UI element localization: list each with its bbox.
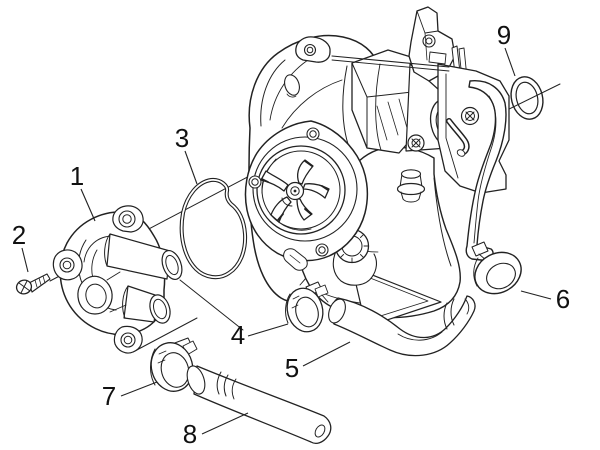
callout-5-label: 5 [285, 353, 299, 383]
callout-1-label: 1 [70, 161, 84, 191]
screw-2 [15, 273, 51, 295]
callout-9: 9 [497, 20, 516, 77]
engine-crankcase-assembly [244, 6, 510, 328]
band-clamp-6 [471, 241, 522, 295]
callout-4: 4 [231, 320, 289, 350]
callout-7-leader [120, 381, 158, 397]
o-ring-9 [510, 76, 544, 120]
callout-2-leader [21, 247, 29, 273]
callout-9-leader [504, 47, 516, 77]
callout-7: 7 [102, 381, 158, 411]
callout-9-label: 9 [497, 20, 511, 50]
callout-3-label: 3 [175, 123, 189, 153]
gasket-ring-3 [179, 177, 248, 280]
callout-1: 1 [70, 161, 96, 222]
callout-4-leader [247, 323, 289, 337]
callout-6-label: 6 [556, 284, 570, 314]
callout-5-leader [302, 341, 351, 367]
callout-6-leader [520, 290, 552, 300]
callout-4-label: 4 [231, 320, 245, 350]
water-pump-cover-1 [52, 205, 183, 354]
callouts: 1 2 3 4 5 6 7 8 [12, 20, 570, 449]
callout-1-leader [80, 188, 96, 222]
callout-8-label: 8 [183, 419, 197, 449]
callout-5: 5 [285, 341, 351, 383]
callout-8-leader [201, 412, 249, 435]
callout-2-label: 2 [12, 220, 26, 250]
callout-6: 6 [520, 284, 570, 314]
callout-3-leader [184, 150, 198, 185]
hose-clamp-7 [150, 337, 198, 392]
hose-clamp-4 [285, 281, 329, 333]
straight-hose-8 [186, 365, 332, 444]
impeller [260, 159, 330, 223]
callout-3: 3 [175, 123, 198, 185]
callout-2: 2 [12, 220, 29, 273]
callout-8: 8 [183, 412, 249, 449]
callout-7-label: 7 [102, 381, 116, 411]
elbow-hose-5 [328, 295, 476, 357]
